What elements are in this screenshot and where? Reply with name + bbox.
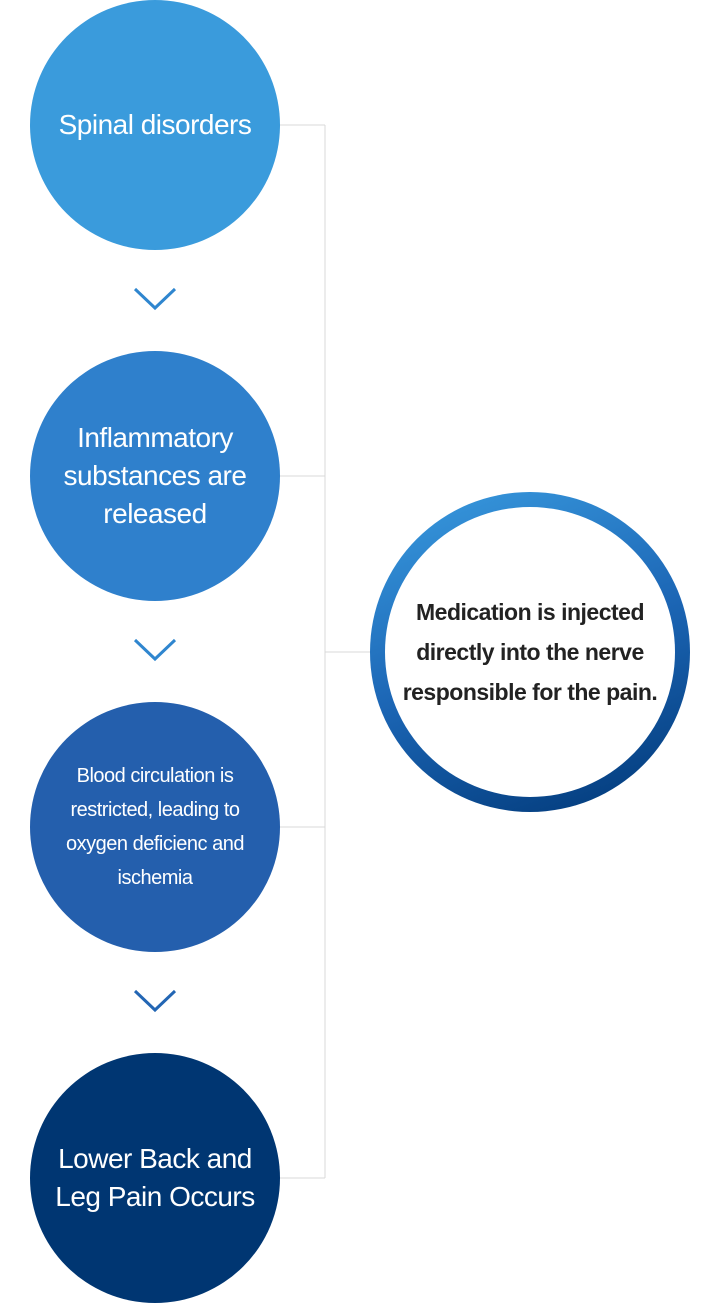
step-blood-circulation: Blood circulation is restricted, leading… <box>30 702 280 952</box>
chevron-down-icon <box>133 638 177 662</box>
step-label: Spinal disorders <box>58 109 252 140</box>
step-label: Lower Back and Leg Pain Occurs <box>55 1143 255 1212</box>
treatment-circle: Medication is injected directly into the… <box>370 492 690 812</box>
treatment-inner: Medication is injected directly into the… <box>385 507 675 797</box>
step-inflammatory-substances: Inflammatory substances are released <box>30 351 280 601</box>
treatment-label: Medication is injected directly into the… <box>402 599 658 705</box>
step-lower-back-pain: Lower Back and Leg Pain Occurs <box>30 1053 280 1303</box>
chevron-down-icon <box>133 989 177 1013</box>
step-label: Inflammatory substances are released <box>63 422 247 529</box>
chevron-down-icon <box>133 287 177 311</box>
step-spinal-disorders: Spinal disorders <box>30 0 280 250</box>
step-label: Blood circulation is restricted, leading… <box>66 765 244 889</box>
